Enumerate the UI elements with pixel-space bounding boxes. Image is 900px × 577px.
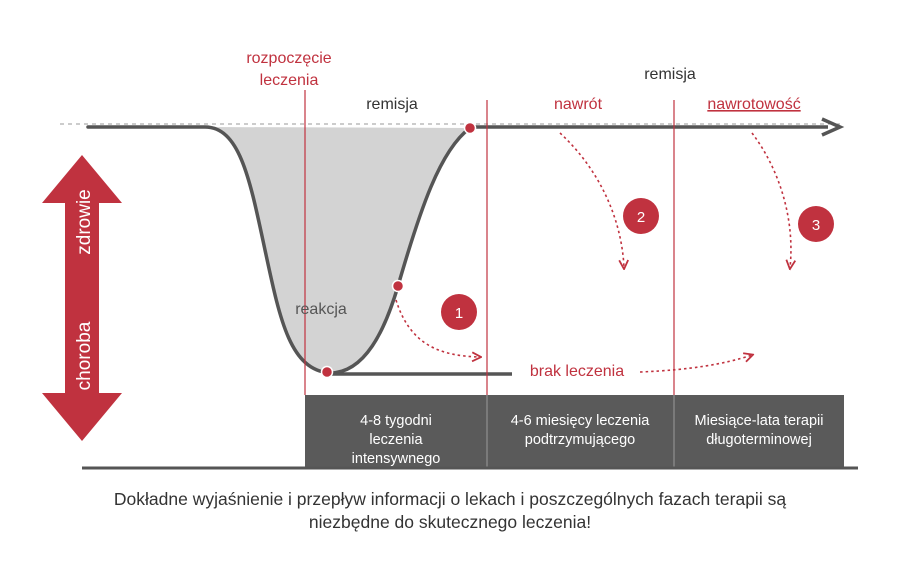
phase-3-line1: Miesiące-lata terapii bbox=[695, 413, 824, 429]
phase-1-line1: 4-8 tygodni bbox=[360, 413, 432, 429]
recurrence-label: nawrotowość bbox=[707, 96, 800, 113]
health-label: zdrowie bbox=[74, 189, 95, 254]
caption: Dokładne wyjaśnienie i przepływ informac… bbox=[40, 488, 860, 534]
remission-top-label: remisja bbox=[644, 66, 696, 83]
relapse-label: nawrót bbox=[554, 96, 603, 113]
no-treatment-label: brak leczenia bbox=[530, 363, 624, 380]
curve-dot-top bbox=[463, 121, 477, 135]
curve-dot-bottom bbox=[320, 365, 334, 379]
marker-3-circle bbox=[798, 206, 834, 242]
disease-label: choroba bbox=[74, 321, 95, 390]
marker-1-circle bbox=[441, 294, 477, 330]
remission-left-label: remisja bbox=[366, 96, 418, 113]
marker-3-label: 3 bbox=[812, 217, 820, 234]
caption-line2: niezbędne do skutecznego leczenia! bbox=[308, 512, 592, 532]
arrow-no-treatment-onward bbox=[639, 355, 752, 373]
marker-2-label: 2 bbox=[637, 209, 645, 226]
caption-line1: Dokładne wyjaśnienie i przepływ informac… bbox=[113, 489, 787, 509]
arrow-reaction-to-no-treatment bbox=[395, 299, 480, 357]
phase-3-line2: długoterminowej bbox=[706, 432, 812, 448]
phase-box-maintenance bbox=[487, 395, 674, 467]
arrow-relapse bbox=[559, 132, 624, 268]
phase-2-line1: 4-6 miesięcy leczenia bbox=[511, 413, 651, 429]
curve-dot-mid bbox=[391, 279, 405, 293]
phase-1-line3: intensywnego bbox=[352, 451, 441, 467]
remission-arrowhead bbox=[821, 117, 845, 137]
reaction-area bbox=[205, 127, 470, 373]
health-disease-double-arrow bbox=[42, 155, 122, 441]
phase-box-long-term bbox=[674, 395, 844, 467]
arrow-recurrence bbox=[751, 132, 791, 268]
marker-2-circle bbox=[623, 198, 659, 234]
marker-1-label: 1 bbox=[455, 305, 463, 322]
reaction-label: reakcja bbox=[295, 301, 347, 318]
phase-box-intensive bbox=[305, 395, 487, 467]
start-treatment-label-line2: leczenia bbox=[260, 72, 319, 89]
phase-2-line2: podtrzymującego bbox=[525, 432, 635, 448]
phase-1-line2: leczenia bbox=[369, 432, 423, 448]
start-treatment-label-line1: rozpoczęcie bbox=[246, 50, 331, 67]
